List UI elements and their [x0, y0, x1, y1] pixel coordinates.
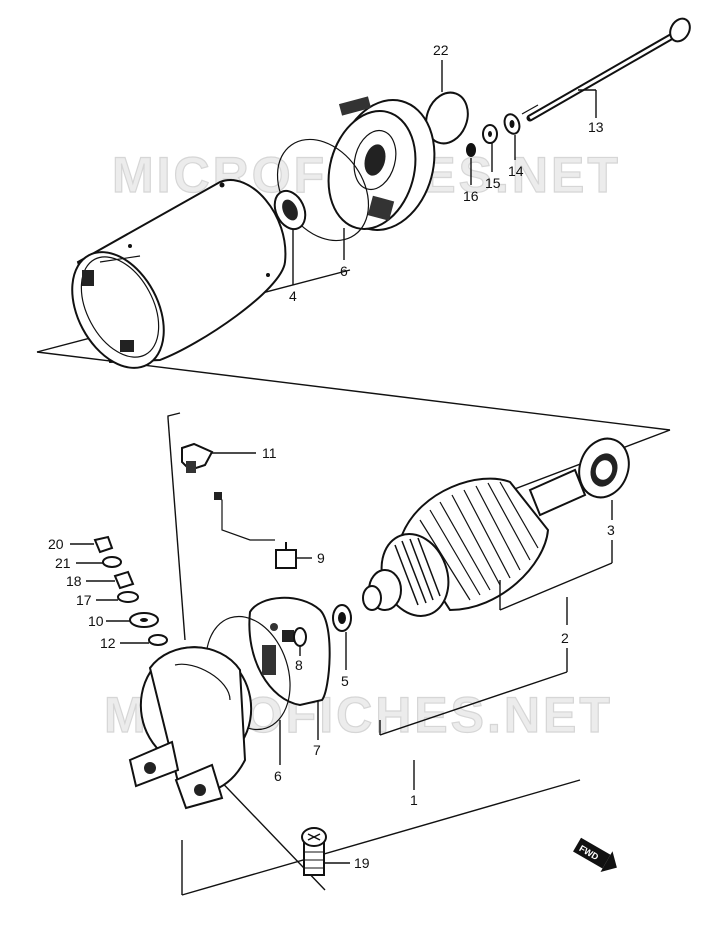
through-bolt-part	[521, 17, 691, 122]
callout-22: 22	[433, 42, 449, 58]
rear-end-cover-part	[327, 96, 436, 231]
bearing-3-part	[578, 437, 630, 499]
callout-9: 9	[317, 550, 325, 566]
bolt-19-part	[301, 827, 327, 876]
terminal-hardware-stack	[93, 535, 168, 646]
brush-9-part	[214, 492, 297, 569]
armature-part	[362, 468, 587, 617]
callout-labels: 22 13 14 15 16 4 6 11 9 3 2 1 5 8 7 6 19…	[48, 42, 615, 871]
front-end-housing-part	[128, 646, 253, 810]
ring-8-part	[293, 627, 307, 647]
callout-15: 15	[485, 175, 501, 191]
callout-4: 4	[289, 288, 297, 304]
yoke-housing-part	[71, 179, 287, 369]
callout-18: 18	[66, 573, 82, 589]
callout-14: 14	[508, 163, 524, 179]
callout-11: 11	[262, 445, 277, 461]
leader-lines	[70, 60, 613, 864]
callout-5: 5	[341, 673, 349, 689]
bearing-4-part	[273, 189, 307, 231]
callout-3: 3	[607, 522, 615, 538]
o-ring-22-part	[425, 91, 469, 145]
direction-arrow-icon: FWD	[573, 837, 617, 873]
callout-12: 12	[100, 635, 116, 651]
brush-holder-11-part	[181, 442, 214, 473]
callout-1: 1	[410, 792, 418, 808]
brush-plate-part	[248, 596, 331, 707]
callout-17: 17	[76, 592, 92, 608]
callout-16: 16	[463, 188, 479, 204]
callout-19: 19	[354, 855, 370, 871]
callout-6-top: 6	[340, 263, 348, 279]
small-washers-top	[466, 113, 521, 157]
callout-2: 2	[561, 630, 569, 646]
callout-13: 13	[588, 119, 604, 135]
callout-21: 21	[55, 555, 71, 571]
callout-8: 8	[295, 657, 303, 673]
callout-10: 10	[88, 613, 104, 629]
washer-5-part	[332, 604, 352, 632]
callout-20: 20	[48, 536, 64, 552]
callout-7: 7	[313, 742, 321, 758]
callout-6-bottom: 6	[274, 768, 282, 784]
